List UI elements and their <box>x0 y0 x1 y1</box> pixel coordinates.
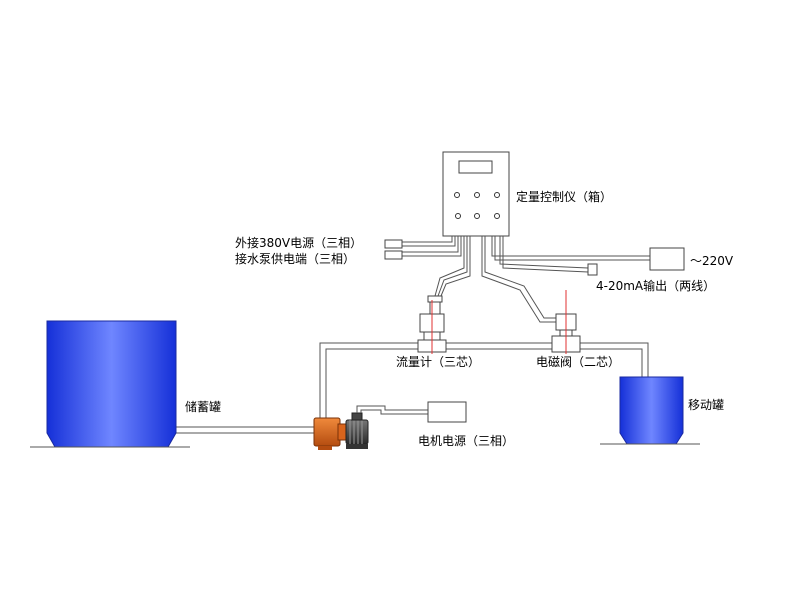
label-mobile-tank: 移动罐 <box>688 398 725 412</box>
controller-knob <box>494 192 500 198</box>
mobile-tank <box>600 376 700 445</box>
controller-cables <box>402 236 650 323</box>
motor-power-cable <box>356 405 428 415</box>
controller-display <box>458 160 493 174</box>
pump <box>313 417 347 450</box>
controller-knob <box>474 213 480 219</box>
controller-box <box>442 151 510 237</box>
controller-knob <box>455 213 461 219</box>
controller-knob <box>494 213 500 219</box>
motor <box>345 412 369 449</box>
motor-power-box <box>427 401 467 423</box>
label-solenoid-valve: 电磁阀（二芯） <box>536 355 621 369</box>
label-power-220v: ～220V <box>690 254 734 268</box>
label-pump-supply: 接水泵供电端（三相） <box>235 252 356 266</box>
power-220v-box <box>649 247 685 271</box>
label-flowmeter: 流量计（三芯） <box>396 355 481 369</box>
flowmeter <box>417 295 447 354</box>
controller-knob <box>454 192 460 198</box>
label-motor-power: 电机电源（三相） <box>418 434 515 448</box>
controller-knob <box>474 192 480 198</box>
plug-380v <box>384 239 403 249</box>
output-4-20ma-plug <box>587 263 598 276</box>
pipeline <box>176 342 649 434</box>
label-power-380v: 外接380V电源（三相） <box>235 236 363 250</box>
label-output-4-20ma: 4-20mA输出（两线） <box>596 279 716 293</box>
storage-tank <box>30 320 190 448</box>
solenoid-valve <box>551 290 581 354</box>
plug-pump-supply <box>384 250 403 260</box>
label-controller: 定量控制仪（箱） <box>516 190 613 204</box>
label-storage-tank: 储蓄罐 <box>185 400 222 414</box>
